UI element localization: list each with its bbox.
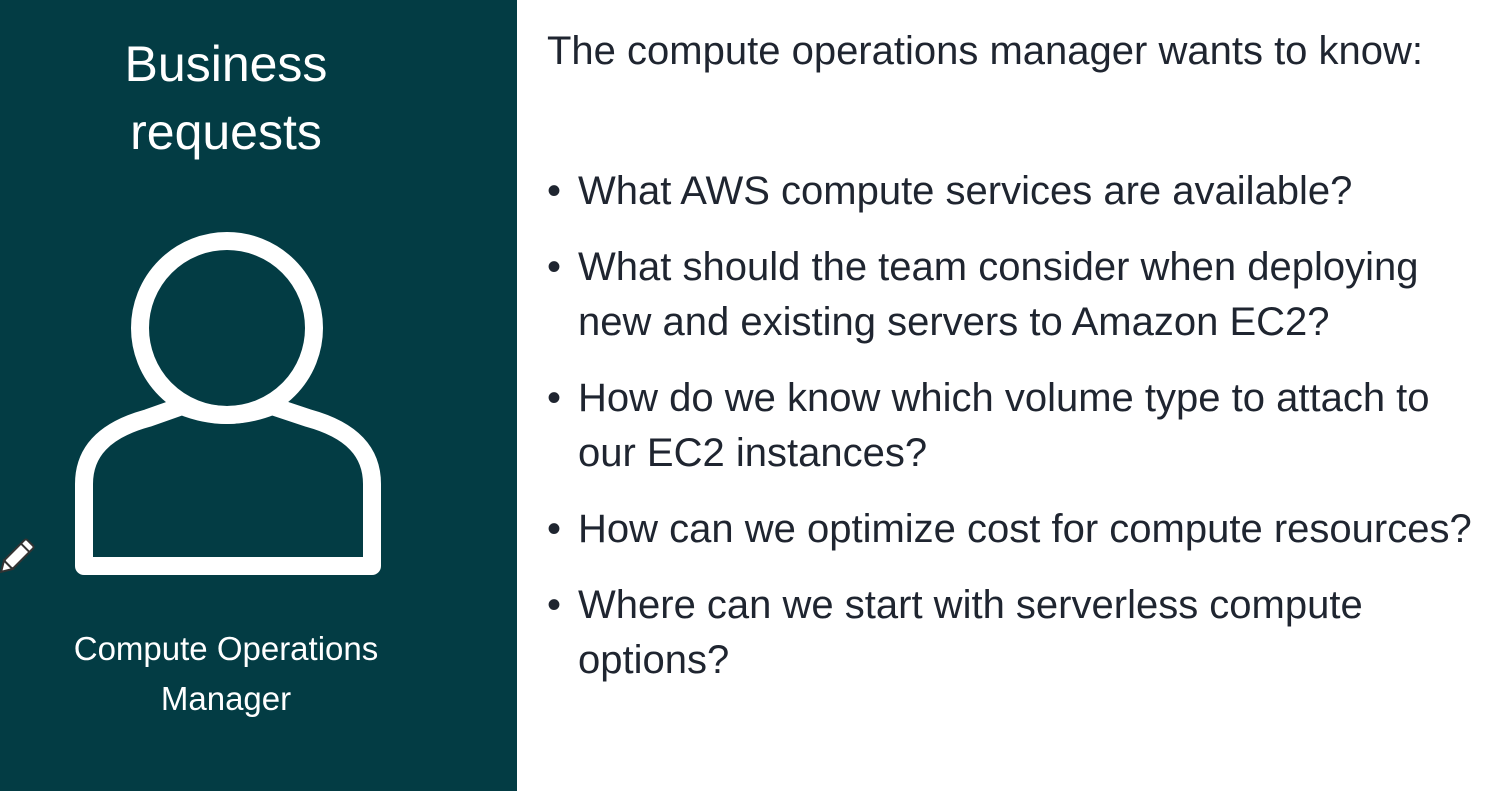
panel-title: Business requests bbox=[0, 30, 452, 166]
persona-panel: Business requests Compute Operations Man… bbox=[0, 0, 517, 791]
question-list: • What AWS compute services are availabl… bbox=[547, 164, 1492, 709]
list-item: • Where can we start with serverless com… bbox=[547, 578, 1492, 688]
question-text: What AWS compute services are available? bbox=[578, 169, 1353, 213]
list-item: • What AWS compute services are availabl… bbox=[547, 164, 1492, 219]
bullet-icon: • bbox=[547, 169, 562, 213]
question-text: How can we optimize cost for compute res… bbox=[578, 507, 1472, 551]
list-item: • What should the team consider when dep… bbox=[547, 240, 1492, 350]
user-icon bbox=[75, 232, 381, 575]
panel-title-line2: requests bbox=[130, 104, 322, 160]
bullet-icon: • bbox=[547, 376, 562, 420]
intro-text: The compute operations manager wants to … bbox=[547, 29, 1424, 73]
panel-title-line1: Business bbox=[124, 36, 328, 92]
list-item: • How can we optimize cost for compute r… bbox=[547, 502, 1492, 557]
bullet-icon: • bbox=[547, 507, 562, 551]
content-panel: The compute operations manager wants to … bbox=[517, 0, 1492, 791]
pencil-icon[interactable] bbox=[0, 534, 36, 580]
question-text: How do we know which volume type to atta… bbox=[578, 376, 1430, 475]
question-text: What should the team consider when deplo… bbox=[578, 245, 1419, 344]
bullet-icon: • bbox=[547, 583, 562, 627]
persona-name-line1: Compute Operations bbox=[73, 630, 379, 667]
question-text: Where can we start with serverless compu… bbox=[578, 583, 1363, 682]
bullet-icon: • bbox=[547, 245, 562, 289]
list-item: • How do we know which volume type to at… bbox=[547, 371, 1492, 481]
persona-name: Compute Operations Manager bbox=[0, 624, 452, 724]
persona-name-line2: Manager bbox=[160, 680, 292, 717]
